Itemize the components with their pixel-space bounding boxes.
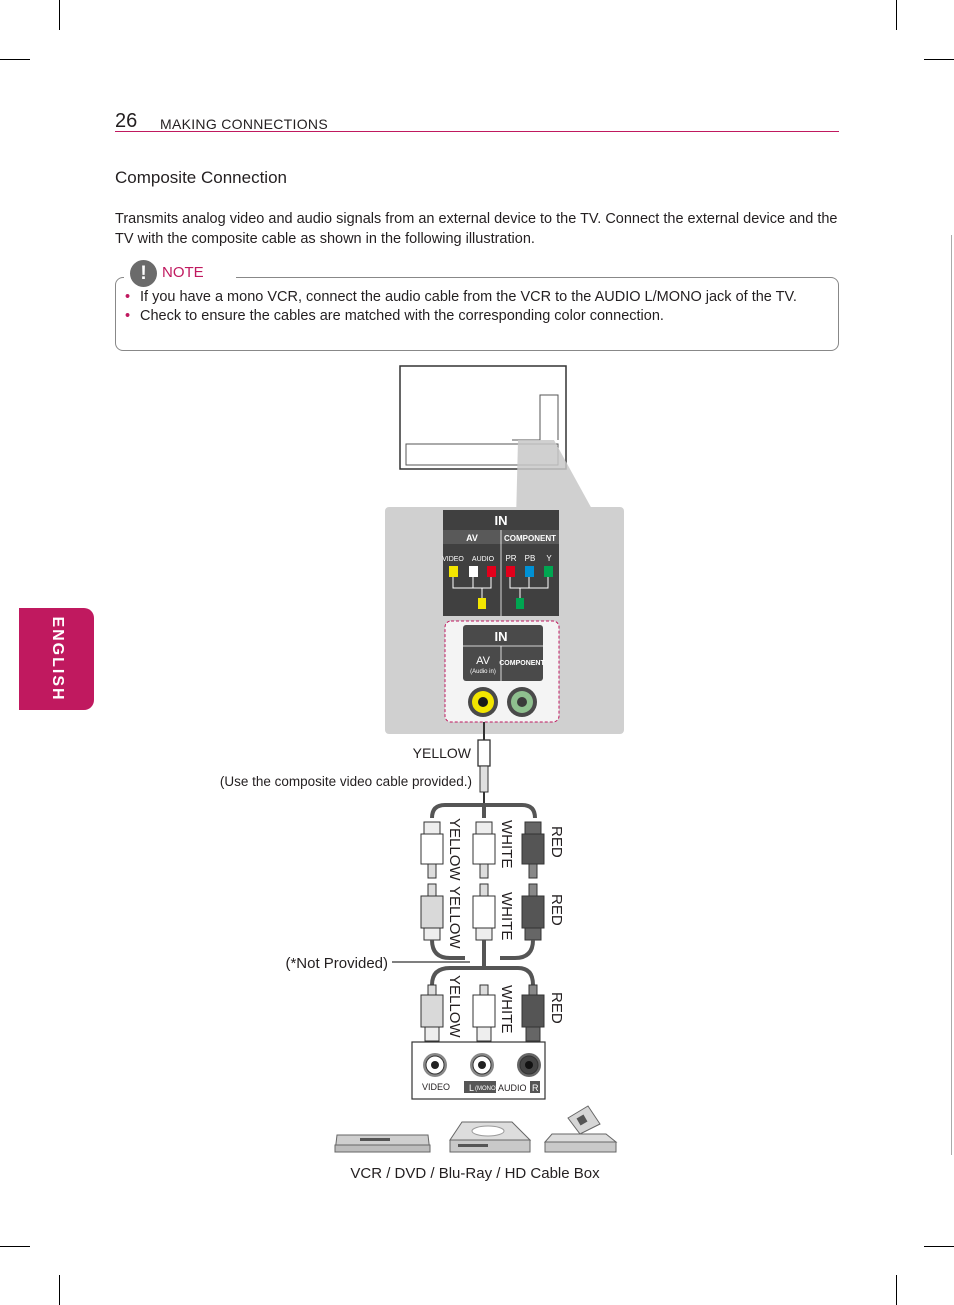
crop-mark: [0, 59, 30, 60]
yellow-plug-label: YELLOW: [413, 745, 472, 761]
panel-component-label: COMPONENT: [504, 534, 556, 543]
rca-plug-row-upper: [420, 821, 545, 879]
intro-paragraph: Transmits analog video and audio signals…: [115, 211, 838, 247]
page-title: Composite Connection: [115, 168, 287, 187]
label-red: RED: [548, 992, 565, 1024]
not-provided-label: (*Not Provided): [285, 955, 388, 972]
zoom-component-label: COMPONENT: [499, 660, 545, 667]
panel-video-label: VIDEO: [442, 556, 464, 563]
component-jack-green: [507, 687, 537, 717]
panel-in-label: IN: [495, 513, 508, 528]
rca-plug-red: [521, 883, 545, 941]
jack-audio-red: [487, 566, 496, 577]
label-yellow: YELLOW: [446, 818, 463, 881]
note-box: [115, 277, 839, 351]
panel-av-label: AV: [466, 533, 478, 543]
composite-video-cable: [430, 722, 537, 819]
crop-mark: [59, 0, 60, 30]
panel-pb-label: PB: [525, 554, 536, 563]
label-yellow: YELLOW: [446, 886, 463, 949]
device-jack-video: [423, 1053, 447, 1077]
cable-note: (Use the composite video cable provided.…: [220, 774, 472, 789]
zoom-audio-in-label: (Audio in): [470, 669, 496, 675]
label-white: WHITE: [498, 985, 515, 1033]
av-jack-yellow: [468, 687, 498, 717]
device-r-label: R: [532, 1083, 539, 1093]
crop-mark: [59, 1275, 60, 1305]
language-tab: ENGLISH: [19, 608, 94, 710]
margin-rule: [951, 235, 952, 1155]
vcr-device-illustration: [334, 1134, 431, 1153]
tv-back-illustration: [399, 365, 598, 520]
panel-pr-label: PR: [505, 554, 516, 563]
panel-y-label: Y: [546, 554, 552, 563]
rca-plug-yellow: [420, 821, 444, 879]
rca-plug-yellow: [420, 883, 444, 941]
plug-color-labels: YELLOW WHITE RED YELLOW WHITE RED YELLOW…: [446, 818, 565, 1038]
rca-plug-red: [521, 984, 545, 1042]
device-jack-audio-left: [470, 1053, 494, 1077]
crop-mark: [896, 1275, 897, 1305]
note-item: If you have a mono VCR, connect the audi…: [125, 288, 825, 306]
note-item: Check to ensure the cables are matched w…: [125, 307, 825, 325]
note-header: ! NOTE: [124, 260, 236, 288]
device-output-panel: VIDEO L (MONO) AUDIO R: [411, 1041, 546, 1100]
cable-box-illustration: [543, 1105, 618, 1153]
exclamation-icon: !: [130, 260, 157, 287]
header-divider: [115, 131, 839, 132]
label-white: WHITE: [498, 892, 515, 940]
note-label: NOTE: [162, 264, 204, 281]
zoom-in-label: IN: [495, 629, 508, 644]
jack-video-yellow: [449, 566, 458, 577]
devices-caption: VCR / DVD / Blu-Ray / HD Cable Box: [350, 1165, 600, 1182]
note-list: If you have a mono VCR, connect the audi…: [125, 288, 825, 326]
section-title: MAKING CONNECTIONS: [160, 116, 328, 132]
crop-mark: [896, 0, 897, 30]
jack-y-green: [544, 566, 553, 577]
crop-mark: [0, 1246, 30, 1247]
panel-audio-label: AUDIO: [472, 556, 495, 563]
jack-audio-white: [469, 566, 478, 577]
jack-pb-blue: [525, 566, 534, 577]
jack-pr-red: [506, 566, 515, 577]
dvd-player-illustration: [449, 1121, 532, 1153]
rca-plug-white: [472, 984, 496, 1042]
label-yellow: YELLOW: [446, 975, 463, 1038]
device-audio-label: AUDIO: [498, 1083, 527, 1093]
page-number: 26: [115, 110, 138, 132]
rca-plug-white: [472, 883, 496, 941]
rca-plug-row-lower: [420, 984, 545, 1042]
rca-plug-red: [521, 821, 545, 879]
zoom-av-label: AV: [476, 655, 491, 667]
device-mono-label: (MONO): [475, 1086, 498, 1092]
device-video-label: VIDEO: [422, 1082, 450, 1092]
zoomed-input-panel: IN AV (Audio in) COMPONENT: [444, 620, 560, 723]
crop-mark: [924, 59, 954, 60]
rca-plug-yellow: [420, 984, 444, 1042]
label-red: RED: [548, 826, 565, 858]
crop-mark: [924, 1246, 954, 1247]
device-jack-audio-right: [517, 1053, 541, 1077]
rca-plug-row-middle: [420, 883, 545, 986]
rca-plug-white: [472, 821, 496, 879]
av-component-jack-panel: IN AV COMPONENT VIDEO AUDIO PR PB Y: [442, 510, 559, 616]
label-white: WHITE: [498, 820, 515, 868]
label-red: RED: [548, 894, 565, 926]
device-l-label: L: [469, 1083, 474, 1093]
